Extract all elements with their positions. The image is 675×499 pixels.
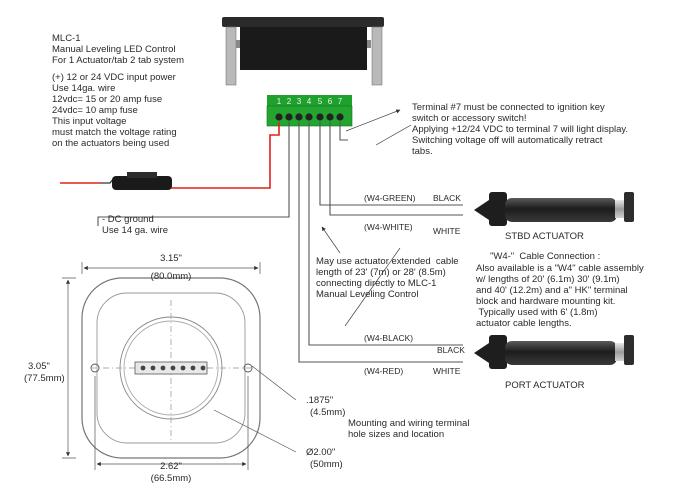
- port-actuator: [474, 335, 634, 369]
- dim-cutout-in: Ø2.00": [306, 447, 336, 458]
- controller-body: [222, 17, 384, 86]
- wire-color-port-top: BLACK: [437, 345, 465, 355]
- wire-code-port-top: (W4-BLACK): [364, 333, 414, 343]
- mount-note-1: Mounting and wiring terminal: [348, 418, 470, 429]
- dim-width-mm: (80.0mm): [150, 271, 192, 282]
- wire-color-port-bottom: WHITE: [433, 366, 461, 376]
- wire-color-stbd-bottom: WHITE: [433, 226, 461, 236]
- terminal-number: 2: [287, 97, 292, 106]
- terminal-number: 1: [277, 97, 282, 106]
- wire-code-stbd-bottom: (W4-WHITE): [364, 222, 413, 232]
- wire-code-port-bottom: (W4-RED): [364, 366, 404, 376]
- wires: [60, 122, 463, 363]
- port-actuator-label: PORT ACTUATOR: [505, 380, 585, 391]
- controller-name: Manual Leveling LED Control: [52, 44, 176, 55]
- dimension-lines: [62, 262, 297, 470]
- dim-cutout-mm: (50mm): [310, 459, 343, 470]
- stbd-actuator: [474, 192, 634, 226]
- stbd-actuator-label: STBD ACTUATOR: [505, 231, 584, 242]
- dim-height-in: 3.05": [28, 361, 50, 372]
- mount-note-2: hole sizes and location: [348, 429, 445, 440]
- wire-color-stbd-top: BLACK: [433, 193, 461, 203]
- dim-hole-mm: (4.5mm): [310, 407, 346, 418]
- controller-system: For 1 Actuator/tab 2 tab system: [52, 55, 185, 66]
- fuse: [100, 172, 172, 190]
- terminal-block: 1 2 3 4 5 6 7: [266, 95, 353, 127]
- leader-lines: [321, 109, 412, 327]
- terminal-number: 3: [297, 97, 302, 106]
- terminal-number: 6: [328, 97, 333, 106]
- panel-terminal-screws: [140, 365, 206, 371]
- terminal-number: 4: [307, 97, 312, 106]
- terminal-number: 5: [318, 97, 323, 106]
- dim-hole-spacing-in: 2.62": [160, 461, 182, 472]
- dim-hole-in: .1875": [306, 395, 334, 406]
- dim-height-mm: (77.5mm): [24, 373, 65, 384]
- controller-model: MLC-1: [52, 33, 81, 44]
- dim-width-in: 3.15": [160, 253, 182, 264]
- dim-hole-spacing-mm: (66.5mm): [150, 473, 192, 484]
- wire-code-stbd-top: (W4-GREEN): [364, 193, 416, 203]
- terminal-number: 7: [338, 97, 343, 106]
